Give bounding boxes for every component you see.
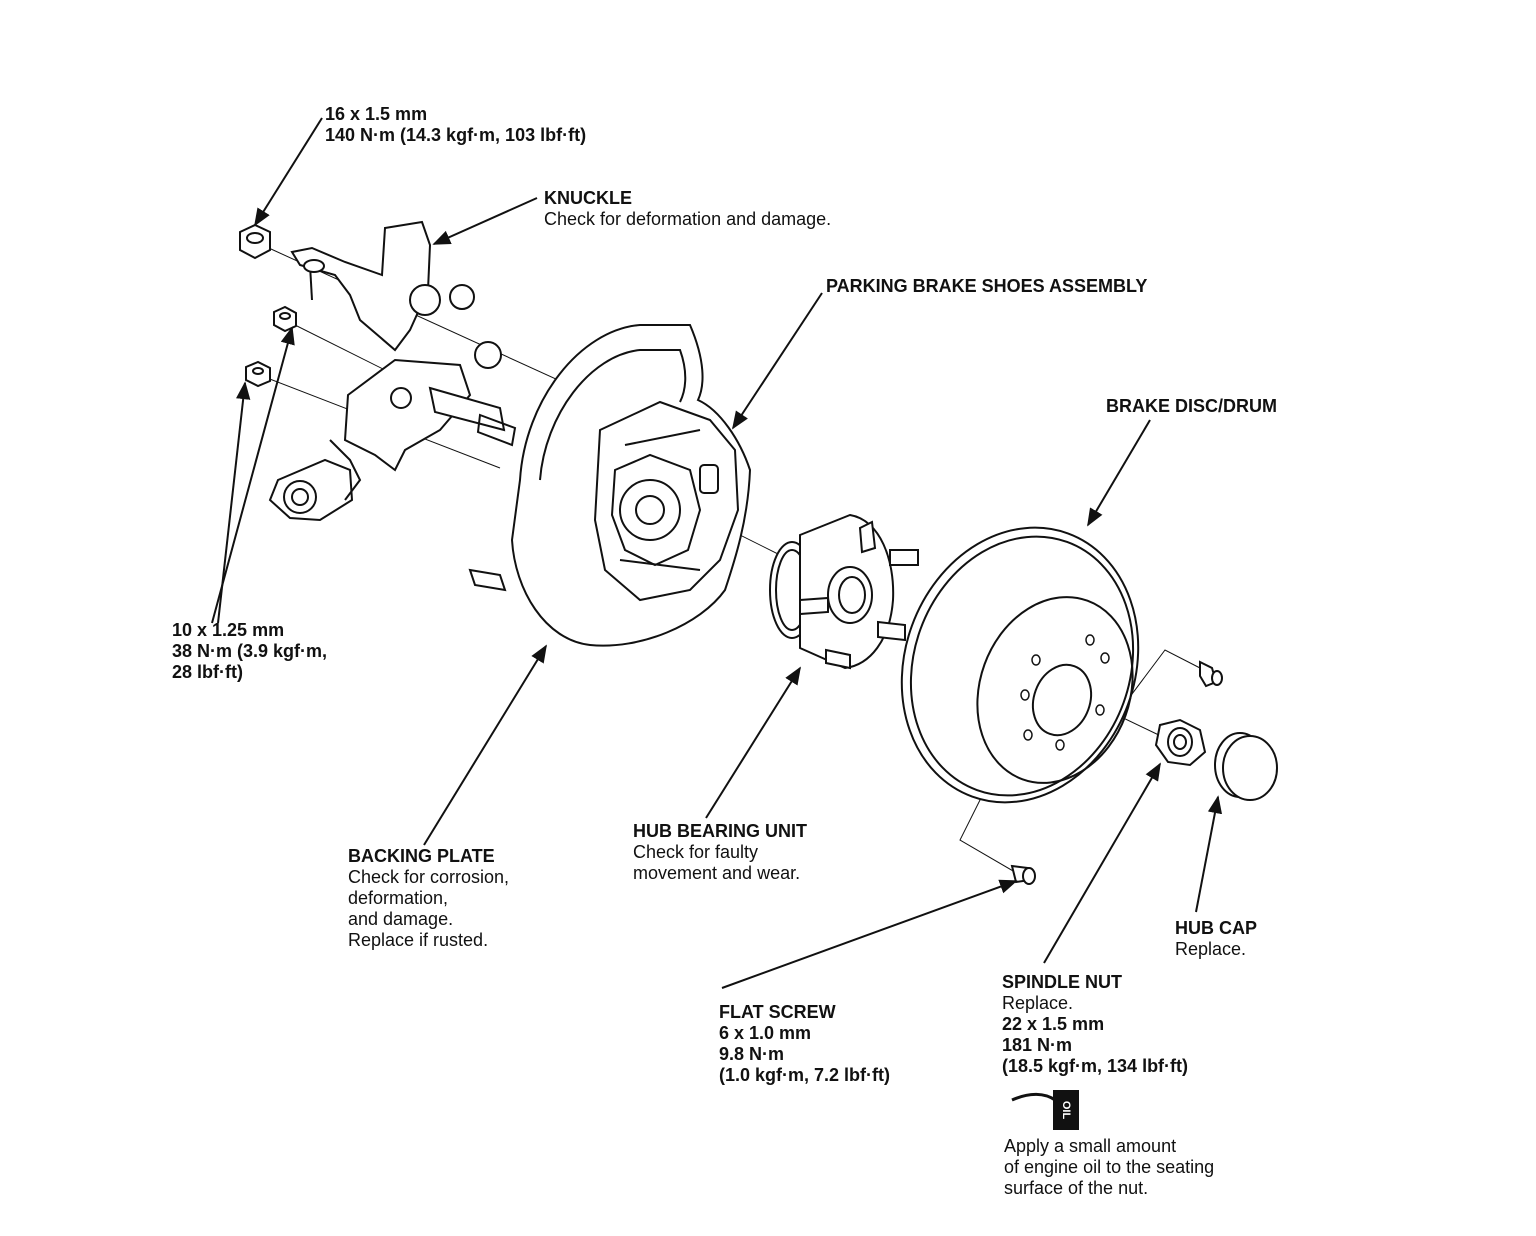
flat-screw-part	[1010, 864, 1036, 885]
knuckle-desc: Check for deformation and damage.	[544, 209, 832, 229]
small-nuts-size: 10 x 1.25 mm	[172, 620, 285, 640]
hub-cap-desc: Replace.	[1175, 939, 1247, 959]
small-nut-lower	[245, 360, 271, 388]
spindle-nut-size: 22 x 1.5 mm	[1002, 1014, 1105, 1034]
knuckle-label: KNUCKLE Check for deformation and damage…	[544, 188, 831, 230]
knuckle-title: KNUCKLE	[544, 188, 632, 208]
brake-disc-label: BRAKE DISC/DRUM	[1106, 396, 1277, 417]
flat-screw-title: FLAT SCREW	[719, 1002, 836, 1022]
flat-screw-torque: 9.8 N·m	[719, 1044, 785, 1064]
hub-cap-title: HUB CAP	[1175, 918, 1258, 938]
small-nuts-torque: 38 N·m (3.9 kgf·m,	[172, 641, 328, 661]
hub-cap-part	[1214, 732, 1278, 801]
knuckle-nut-torque: 140 N·m (14.3 kgf·m, 103 lbf·ft)	[325, 125, 587, 145]
flat-screw-upper	[1199, 660, 1223, 688]
backing-plate-label: BACKING PLATE Check for corrosion, defor…	[348, 846, 509, 951]
brake-disc-part	[900, 526, 1140, 804]
backing-plate-title: BACKING PLATE	[348, 846, 495, 866]
hub-cap-label: HUB CAP Replace.	[1175, 918, 1257, 960]
oil-can-icon	[1011, 1092, 1056, 1102]
hub-bearing-label: HUB BEARING UNIT Check for faulty moveme…	[633, 821, 807, 884]
oil-note-line-3: surface of the nut.	[1004, 1178, 1149, 1198]
flat-screw-size: 6 x 1.0 mm	[719, 1023, 812, 1043]
backing-plate-desc-3: and damage.	[348, 909, 454, 929]
spindle-nut-desc: Replace.	[1002, 993, 1074, 1013]
spindle-nut-part	[1154, 718, 1207, 767]
oil-icon-badge: OIL	[1053, 1090, 1079, 1130]
small-nut-upper	[273, 305, 297, 333]
hub-bearing-desc-2: movement and wear.	[633, 863, 801, 883]
hub-bearing-title: HUB BEARING UNIT	[633, 821, 807, 841]
hub-bearing-part	[769, 513, 919, 670]
spindle-nut-title: SPINDLE NUT	[1002, 972, 1123, 992]
flat-screw-torque-alt: (1.0 kgf·m, 7.2 lbf·ft)	[719, 1065, 891, 1085]
oil-note-line-2: of engine oil to the seating	[1004, 1157, 1215, 1177]
backing-plate-desc-4: Replace if rusted.	[348, 930, 489, 950]
backing-plate-part	[468, 324, 752, 647]
parking-brake-label: PARKING BRAKE SHOES ASSEMBLY	[826, 276, 1147, 297]
flat-screw-label: FLAT SCREW 6 x 1.0 mm 9.8 N·m (1.0 kgf·m…	[719, 1002, 890, 1086]
spindle-nut-torque-alt: (18.5 kgf·m, 134 lbf·ft)	[1002, 1056, 1189, 1076]
knuckle-nut	[239, 223, 271, 260]
knuckle-nut-spec: 16 x 1.5 mm 140 N·m (14.3 kgf·m, 103 lbf…	[325, 104, 586, 146]
brake-disc-title: BRAKE DISC/DRUM	[1106, 396, 1277, 416]
small-nuts-torque-lbf: 28 lbf·ft)	[172, 662, 243, 682]
knuckle-nut-size: 16 x 1.5 mm	[325, 104, 428, 124]
leader-arrows	[211, 117, 1223, 989]
hub-bearing-desc-1: Check for faulty	[633, 842, 759, 862]
parking-brake-title: PARKING BRAKE SHOES ASSEMBLY	[826, 276, 1148, 296]
spindle-nut-label: SPINDLE NUT Replace. 22 x 1.5 mm 181 N·m…	[1002, 972, 1188, 1077]
small-nuts-spec: 10 x 1.25 mm 38 N·m (3.9 kgf·m, 28 lbf·f…	[172, 620, 327, 683]
backing-plate-desc-2: deformation,	[348, 888, 449, 908]
oil-note-line-1: Apply a small amount	[1004, 1136, 1177, 1156]
spindle-nut-torque: 181 N·m	[1002, 1035, 1073, 1055]
knuckle-part	[268, 220, 517, 522]
backing-plate-desc-1: Check for corrosion,	[348, 867, 510, 887]
oil-icon-text: OIL	[1060, 1100, 1072, 1120]
oil-note: Apply a small amount of engine oil to th…	[1004, 1136, 1214, 1199]
